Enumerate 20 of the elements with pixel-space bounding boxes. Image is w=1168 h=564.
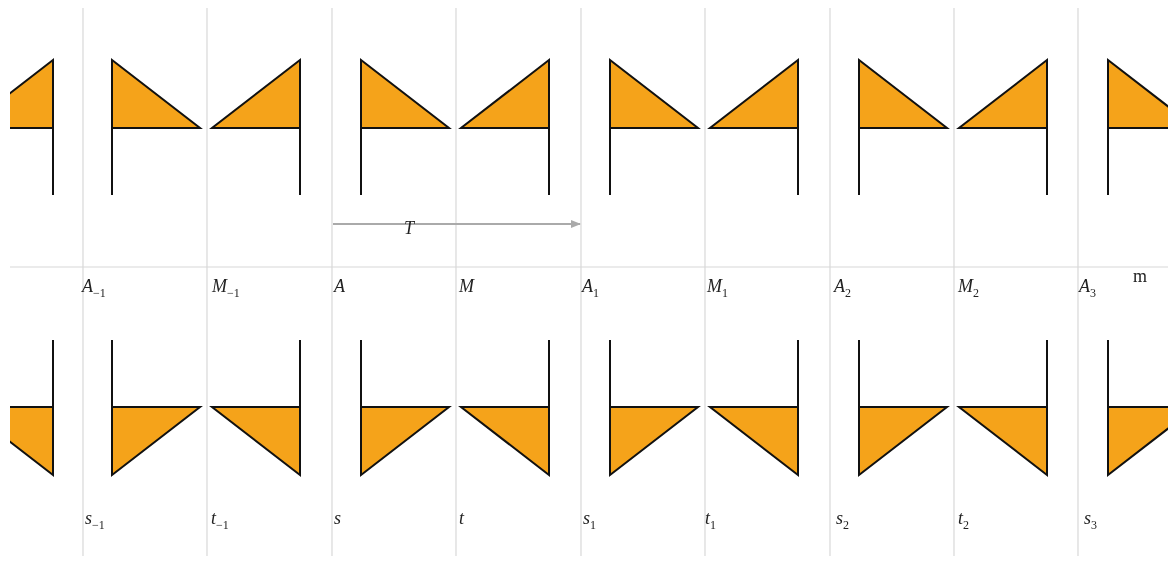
point-label: M — [459, 276, 474, 296]
point-label: s$_{3}$ — [1084, 508, 1097, 534]
point-label: t$_{1}$ — [705, 508, 716, 534]
point-label: M$_{1}$ — [707, 276, 728, 302]
point-label: s$_{1}$ — [583, 508, 596, 534]
point-label: A$_{2}$ — [834, 276, 851, 302]
point-label: t$_{−1}$ — [211, 508, 229, 534]
point-label: M$_{−1}$ — [212, 276, 240, 302]
point-label: A$_{−1}$ — [82, 276, 106, 302]
point-label: t$_{2}$ — [958, 508, 969, 534]
point-label: A — [334, 276, 345, 296]
point-label: s$_{2}$ — [836, 508, 849, 534]
point-label: s — [334, 508, 341, 528]
point-label: A$_{3}$ — [1079, 276, 1096, 302]
vector-label: T — [404, 218, 414, 238]
point-label: M$_{2}$ — [958, 276, 979, 302]
axis-label: m — [1133, 266, 1147, 286]
point-label: A$_{1}$ — [582, 276, 599, 302]
point-label: s$_{−1}$ — [85, 508, 105, 534]
point-label: t — [459, 508, 464, 528]
